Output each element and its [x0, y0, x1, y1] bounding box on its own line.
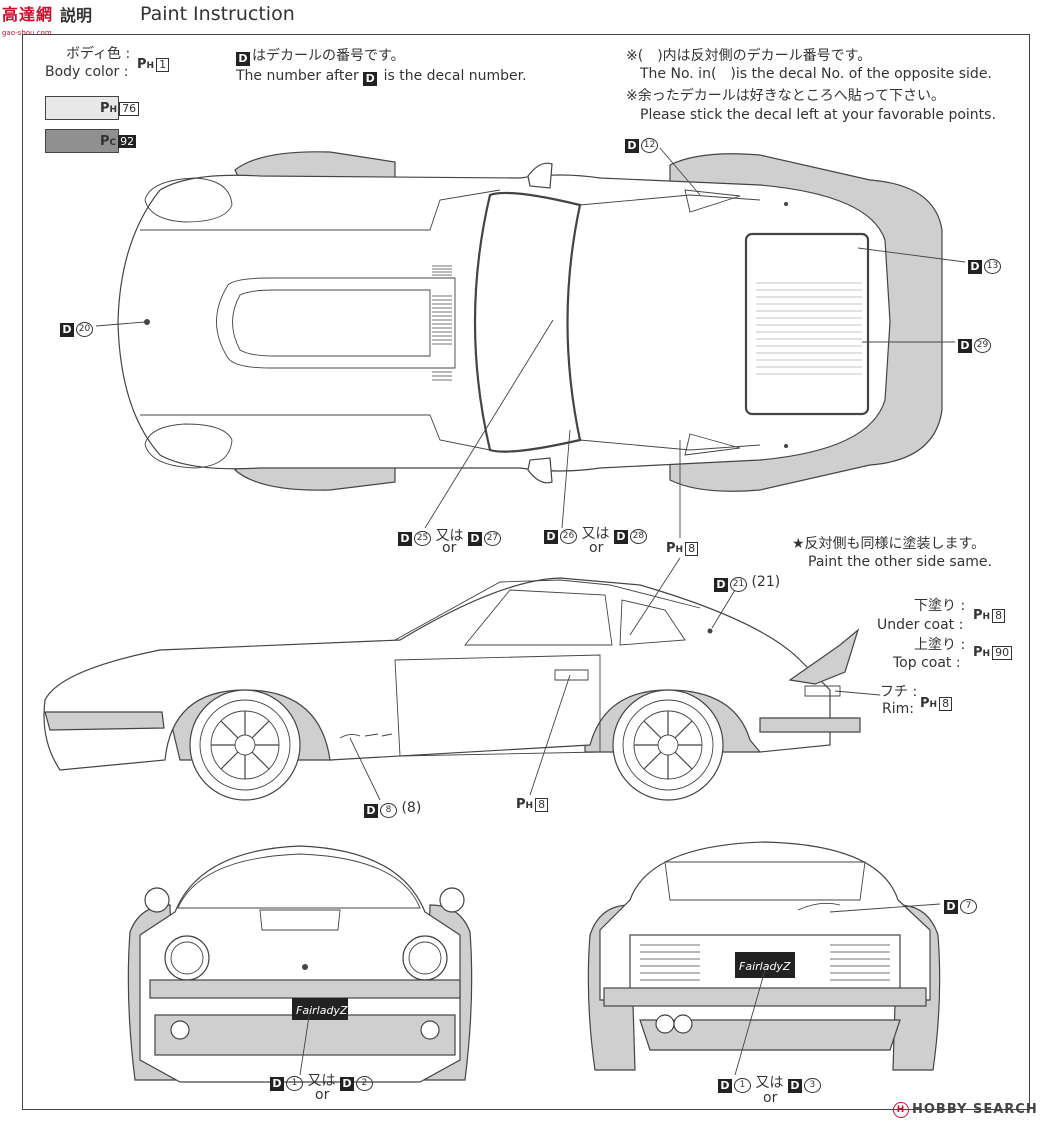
title-jp: 説明 [60, 6, 93, 25]
front-license-plate: FairladyZ [296, 1004, 348, 1017]
decal-number-note-en: The number after D is the decal number. [236, 68, 527, 86]
top-coat-en: Top coat : [893, 655, 961, 671]
brand-watermark-url: gao-shou.com [2, 29, 52, 37]
paint-other-side-jp: ★反対側も同様に塗装します。 [792, 536, 986, 552]
callout-d26-or-en: or [589, 540, 604, 556]
body-color-label-jp: ボディ色 : [66, 46, 131, 62]
top-view-car [117, 151, 943, 492]
rim-en: Rim: [882, 701, 914, 717]
top-coat-jp: 上塗り : [914, 637, 966, 653]
rim-jp: フチ : [880, 684, 918, 700]
rear-license-plate: FairladyZ [739, 960, 791, 973]
leftover-decal-note-en: Please stick the decal left at your favo… [640, 107, 996, 123]
leader-lines [95, 147, 966, 1076]
body-color-label-en: Body color : [45, 64, 129, 80]
callout-front-or-en: or [315, 1087, 330, 1103]
front-view-car [127, 845, 473, 1083]
swatch-h76 [45, 96, 119, 120]
callout-d25-or-en: or [442, 540, 457, 556]
callout-rear-or-en: or [763, 1090, 778, 1106]
front-wheel [189, 689, 301, 801]
hobby-search-logo-icon: H [893, 1102, 909, 1118]
body-color-code-value: 1 [156, 58, 170, 72]
swatch-c92 [45, 129, 119, 153]
rear-wheel [612, 689, 724, 801]
side-view-car [43, 577, 861, 801]
opposite-side-note-en: The No. in( )is the decal No. of the opp… [640, 66, 992, 82]
opposite-side-note-jp: ※( )内は反対側のデカール番号です。 [626, 48, 872, 64]
page-title: Paint Instruction [140, 3, 295, 25]
brand-watermark: 高達網 [2, 5, 54, 24]
rear-view-car [587, 841, 941, 1071]
instruction-sheet-frame [22, 34, 1030, 1110]
leftover-decal-note-jp: ※余ったデカールは好きなところへ貼って下さい。 [626, 88, 946, 104]
under-coat-jp: 下塗り : [914, 598, 966, 614]
paint-other-side-en: Paint the other side same. [808, 554, 992, 570]
under-coat-en: Under coat : [877, 617, 964, 633]
